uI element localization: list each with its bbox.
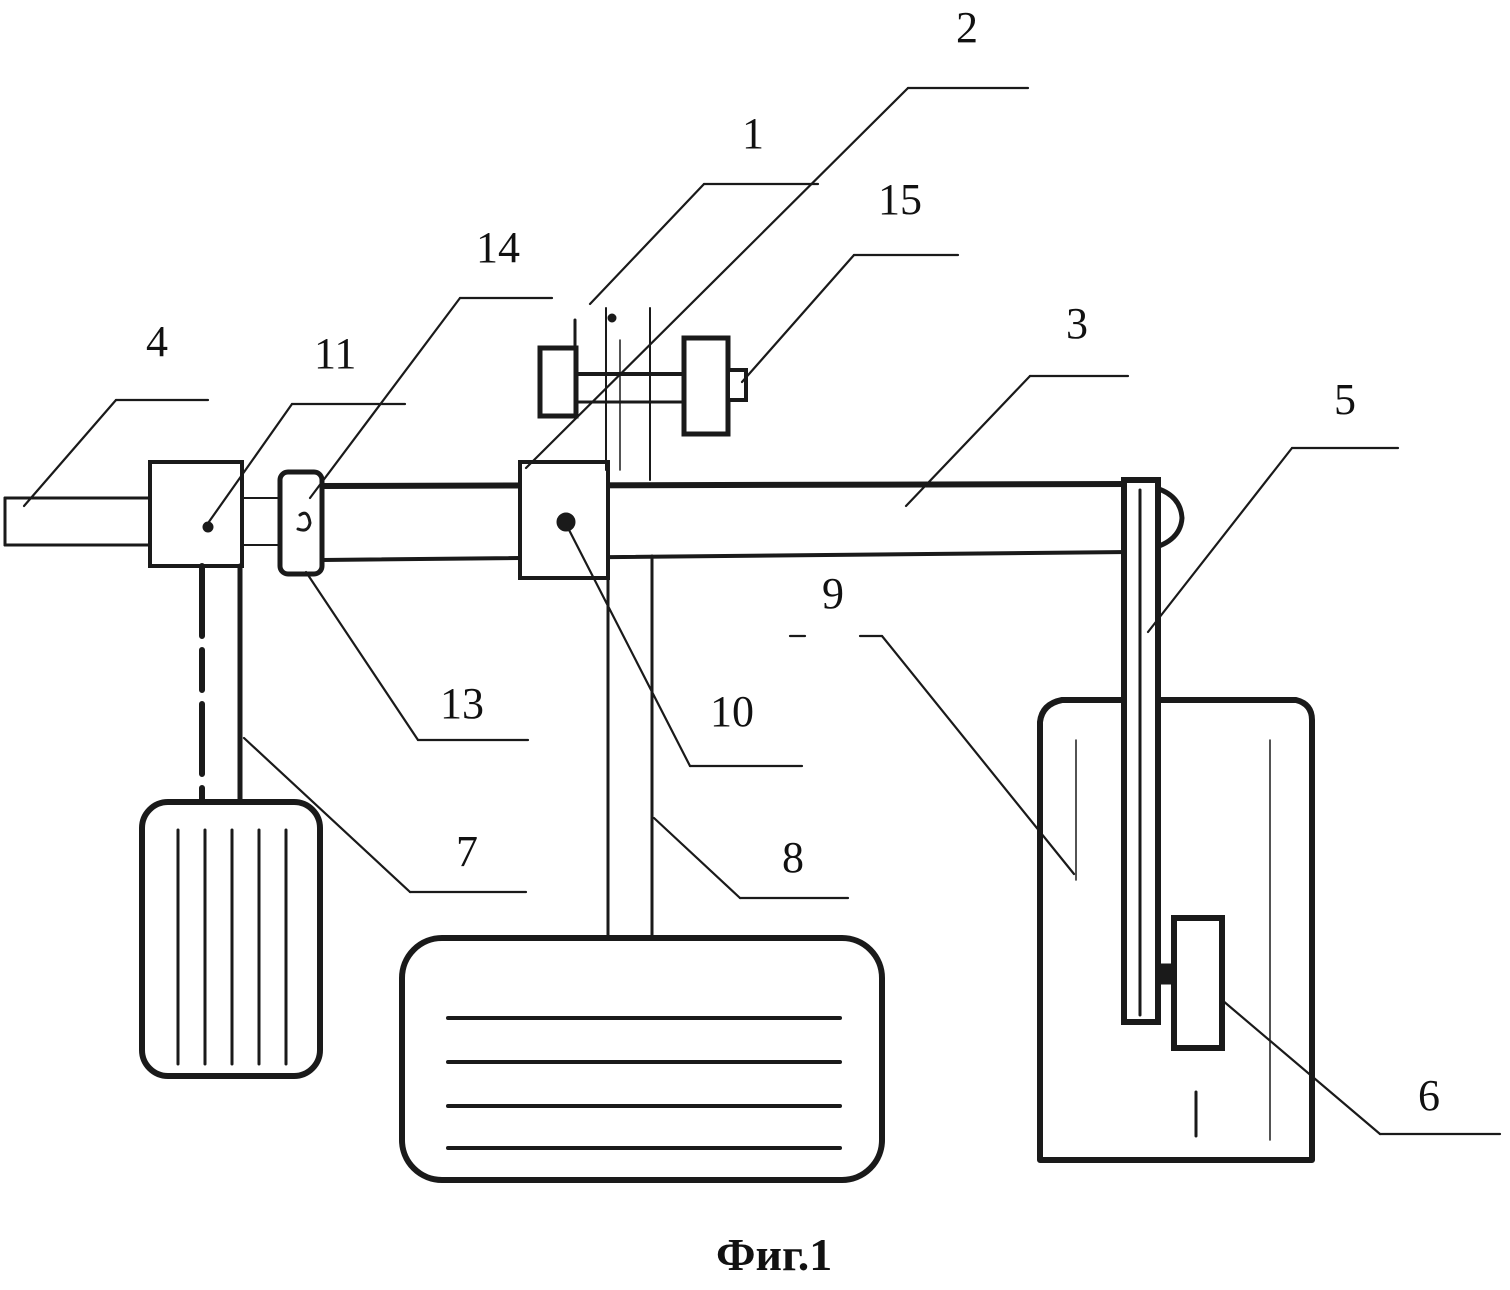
label-9: 9 [822,569,844,618]
label-1: 1 [742,109,764,158]
reference-numerals: 2 1 15 14 4 11 3 5 9 13 10 7 8 6 [146,3,1440,1120]
left-pedal-pad [139,799,323,1079]
collar-13 [277,469,325,577]
label-2: 2 [956,3,978,52]
leader-lines [22,86,1502,1136]
lever-5 [1121,477,1161,1025]
label-5: 5 [1334,375,1356,424]
label-7: 7 [456,827,478,876]
figure-caption: Фиг.1 [716,1229,832,1280]
center-pedal-arm-8 [606,554,654,940]
label-6: 6 [1418,1071,1440,1120]
label-14: 14 [476,223,520,272]
label-8: 8 [782,833,804,882]
label-3: 3 [1066,299,1088,348]
label-4: 4 [146,317,168,366]
contact-6 [1157,915,1225,1051]
central-block [518,460,610,580]
left-pedal-arm-7 [199,563,243,811]
left-hub-block [148,460,244,568]
right-body-9 [1037,697,1315,1163]
label-10: 10 [710,687,754,736]
center-pedal-pad [399,935,885,1183]
label-11: 11 [314,329,356,378]
top-mechanism [537,307,748,481]
shaft-4 [3,496,152,547]
label-13: 13 [440,679,484,728]
main-shaft-3 [319,481,1185,562]
label-15: 15 [878,175,922,224]
